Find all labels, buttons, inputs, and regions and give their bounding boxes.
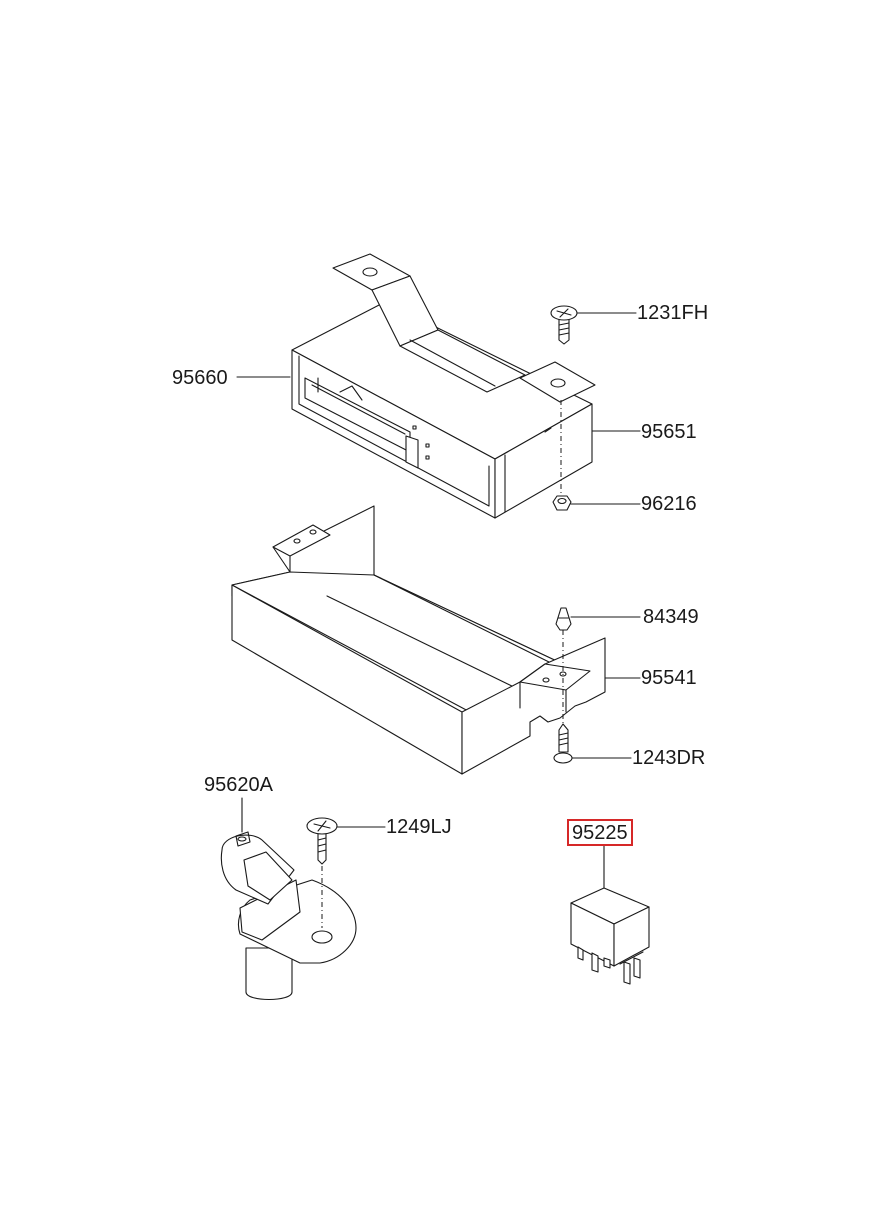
- sensor-95620A: [220, 797, 357, 1000]
- label-95651: 95651: [641, 421, 697, 443]
- label-84349: 84349: [643, 606, 699, 628]
- tray-bracket-95541: [231, 505, 606, 775]
- screw-1231FH: [550, 305, 637, 345]
- bracket-95660: [332, 253, 596, 403]
- nut-96216: [552, 495, 641, 511]
- label-96216: 96216: [641, 493, 697, 515]
- ecu-module-95651: [291, 301, 593, 519]
- clip-84349: [555, 607, 641, 631]
- label-95541: 95541: [641, 667, 697, 689]
- screw-1249LJ: [306, 817, 386, 865]
- relay-95225: [570, 844, 650, 985]
- label-1231FH: 1231FH: [637, 302, 709, 324]
- highlighted-part-label-95225[interactable]: 95225: [567, 819, 633, 846]
- label-95620A: 95620A: [204, 774, 273, 796]
- screw-1243DR: [553, 723, 632, 764]
- label-1249LJ: 1249LJ: [386, 816, 452, 838]
- label-1243DR: 1243DR: [632, 747, 706, 769]
- label-95660: 95660: [172, 367, 228, 389]
